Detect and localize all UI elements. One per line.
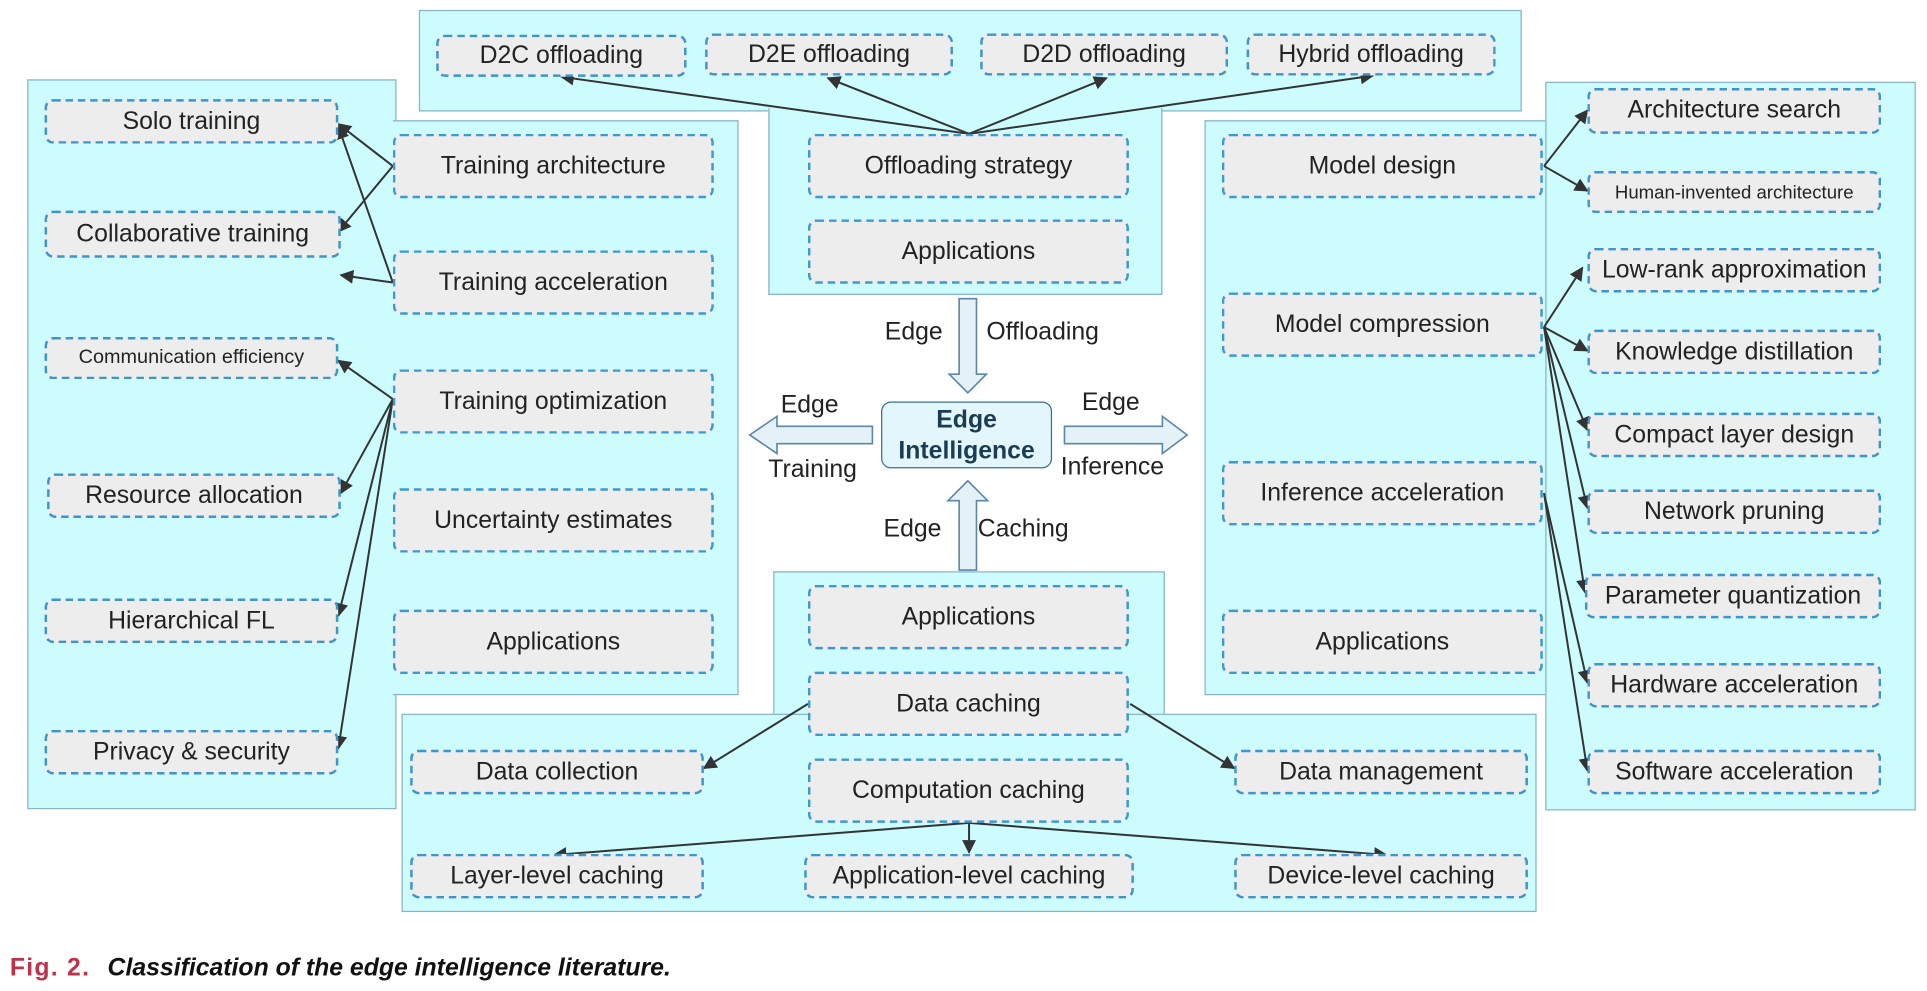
node-solo-training: Solo training	[44, 99, 339, 144]
node-training-optimization: Training optimization	[392, 369, 714, 434]
node-data-collection: Data collection	[410, 749, 704, 795]
edge-offloading-d2d	[968, 76, 1108, 135]
node-computation-caching: Computation caching	[807, 758, 1129, 823]
caption-figure-number: Fig. 2.	[9, 954, 91, 982]
node-inference-applications: Applications	[1221, 609, 1543, 675]
node-training-applications: Applications	[392, 609, 714, 675]
edge-compress-kd	[1543, 326, 1589, 352]
arrow-down-caching	[946, 479, 990, 571]
node-d2d-offloading: D2D offloading	[980, 33, 1229, 76]
edge-compress-lowrank	[1543, 266, 1584, 328]
node-training-acceleration: Training acceleration	[392, 250, 714, 315]
node-offloading-applications: Applications	[807, 219, 1129, 284]
node-low-rank-approximation: Low-rank approximation	[1587, 247, 1882, 293]
edge-accel-collab	[339, 269, 393, 284]
edge-comp-layer	[552, 821, 970, 862]
node-architecture-search: Architecture search	[1587, 87, 1882, 134]
node-layer-level-caching: Layer-level caching	[410, 853, 704, 899]
edge-accel-hardware	[1543, 492, 1592, 685]
label-edge-inference-2: Inference	[1060, 453, 1165, 481]
label-edge-inference-1: Edge	[1081, 389, 1140, 417]
node-model-design: Model design	[1221, 133, 1543, 199]
inference-panel	[1204, 120, 1548, 696]
edge-comp-device	[968, 821, 1389, 862]
center-line-2: Intelligence	[898, 437, 1035, 465]
label-edge-training-1: Edge	[780, 391, 839, 419]
edge-offloading-d2c	[559, 71, 970, 135]
node-human-invented-architecture: Human-invented architecture	[1587, 171, 1882, 214]
edge-datacache-collection	[702, 703, 809, 770]
label-edge-offloading-1: Edge	[884, 318, 943, 346]
node-training-architecture: Training architecture	[392, 133, 714, 199]
edge-design-human	[1543, 165, 1589, 192]
edge-datacache-management	[1129, 703, 1236, 770]
edge-opt-privacy	[333, 398, 394, 750]
node-device-level-caching: Device-level caching	[1234, 853, 1528, 899]
node-privacy-security: Privacy & security	[44, 729, 339, 775]
node-collaborative-training: Collaborative training	[44, 210, 341, 258]
arrow-up-offloading	[947, 297, 989, 394]
figure-caption: Fig. 2. Classification of the edge intell…	[10, 954, 671, 983]
node-communication-efficiency: Communication efficiency	[44, 337, 339, 380]
edge-opt-comm	[337, 359, 394, 400]
label-edge-training-2: Training	[768, 456, 857, 484]
edge-opt-resource	[339, 398, 394, 495]
node-network-pruning: Network pruning	[1587, 489, 1882, 535]
edge-compress-quant	[1543, 326, 1590, 594]
node-uncertainty-estimates: Uncertainty estimates	[392, 488, 714, 553]
node-data-caching: Data caching	[807, 671, 1129, 737]
center-line-1: Edge	[936, 406, 997, 434]
node-d2c-offloading: D2C offloading	[436, 34, 687, 77]
edge-design-search	[1543, 109, 1589, 167]
edge-compress-prune	[1543, 326, 1592, 510]
arrow-right-inference	[1063, 414, 1189, 456]
node-caching-applications: Applications	[807, 584, 1129, 650]
arrow-left-training	[748, 414, 874, 456]
edge-arch-collab	[337, 165, 394, 233]
edge-offloading-hybrid	[968, 70, 1375, 135]
node-resource-allocation: Resource allocation	[47, 473, 341, 518]
node-hardware-acceleration: Hardware acceleration	[1587, 662, 1882, 708]
node-hierarchical-fl: Hierarchical FL	[44, 598, 339, 644]
caption-text: Classification of the edge intelligence …	[107, 954, 671, 982]
node-hybrid-offloading: Hybrid offloading	[1246, 33, 1496, 76]
edge-accel-software	[1543, 493, 1593, 773]
node-d2e-offloading: D2E offloading	[705, 33, 953, 76]
node-offloading-strategy: Offloading strategy	[807, 133, 1129, 199]
node-model-compression: Model compression	[1221, 292, 1543, 357]
node-compact-layer-design: Compact layer design	[1587, 412, 1882, 458]
edge-compress-compact	[1543, 326, 1589, 432]
edge-offloading-d2e	[826, 76, 970, 135]
label-edge-offloading-2: Offloading	[986, 318, 1099, 346]
node-edge-intelligence: Edge Intelligence	[881, 401, 1053, 469]
training-panel	[27, 79, 397, 810]
edge-accel-solo	[335, 125, 394, 283]
node-parameter-quantization: Parameter quantization	[1584, 573, 1882, 619]
node-application-level-caching: Application-level caching	[804, 853, 1134, 899]
edge-arch-solo	[337, 123, 394, 167]
edge-opt-hfl	[334, 398, 394, 618]
label-edge-caching-1: Edge	[883, 515, 942, 543]
node-knowledge-distillation: Knowledge distillation	[1587, 329, 1882, 375]
node-inference-acceleration: Inference acceleration	[1221, 460, 1543, 526]
node-data-management: Data management	[1234, 749, 1528, 795]
node-software-acceleration: Software acceleration	[1587, 749, 1882, 795]
label-edge-caching-2: Caching	[977, 515, 1069, 543]
